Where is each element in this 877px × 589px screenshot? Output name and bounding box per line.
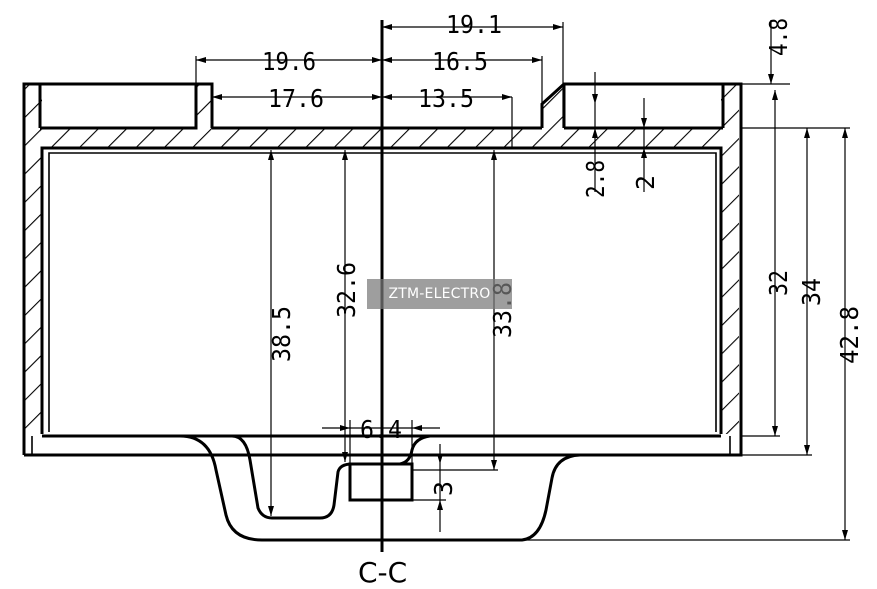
watermark: ZTM-ELECTRO — [367, 279, 512, 309]
dim-2: 2 — [631, 175, 660, 190]
right-overall-dimensions — [520, 90, 850, 541]
bottom-small-dimensions — [322, 420, 446, 532]
dim-6-4: 6.4 — [360, 415, 402, 444]
interior-vertical-dimensions — [268, 150, 498, 516]
dim-4-8: 4.8 — [764, 18, 793, 56]
right-small-dimensions — [592, 20, 790, 192]
dim-13-5: 13.5 — [418, 84, 474, 113]
dim-38-5: 38.5 — [267, 306, 296, 362]
dim-19-6: 19.6 — [262, 47, 316, 76]
dim-32: 32 — [764, 270, 793, 296]
top-dimensions — [195, 22, 564, 148]
section-label: C-C — [358, 556, 407, 589]
dim-2-8: 2.8 — [581, 160, 610, 198]
dim-17-6: 17.6 — [268, 84, 324, 113]
wall-hatching — [24, 84, 739, 436]
dim-32-6: 32.6 — [332, 262, 361, 318]
dimension-labels: 19.1 19.6 16.5 17.6 13.5 4.8 2.8 2 38.5 … — [262, 10, 864, 496]
dim-16-5: 16.5 — [432, 47, 488, 76]
dim-3: 3 — [429, 481, 458, 496]
dim-19-1: 19.1 — [446, 10, 502, 39]
dim-34: 34 — [797, 278, 826, 306]
dim-42-8: 42.8 — [835, 306, 864, 364]
